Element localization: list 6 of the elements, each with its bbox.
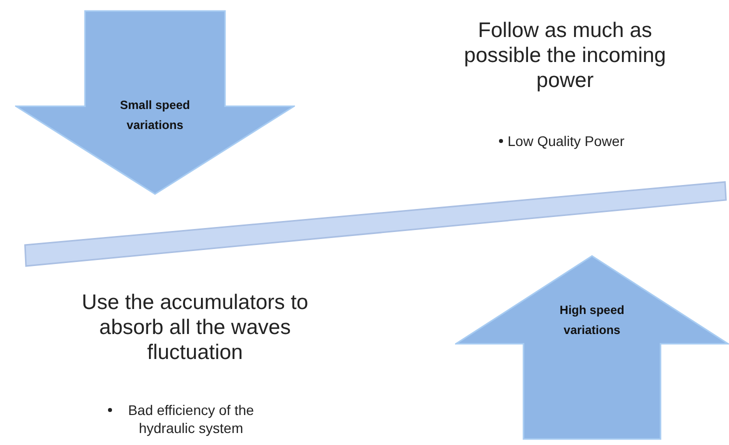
bullet-text: Low Quality Power: [506, 132, 626, 150]
bullet-text: Bad efficiency of the hydraulic system: [127, 401, 255, 437]
heading-text: Follow as much as possible the incoming power: [463, 18, 667, 93]
arrow-label: Small speed variations: [118, 97, 192, 134]
arrow-label: High speed variations: [558, 302, 626, 339]
heading-text: Use the accumulators to absorb all the waves fluctuation: [80, 290, 310, 365]
